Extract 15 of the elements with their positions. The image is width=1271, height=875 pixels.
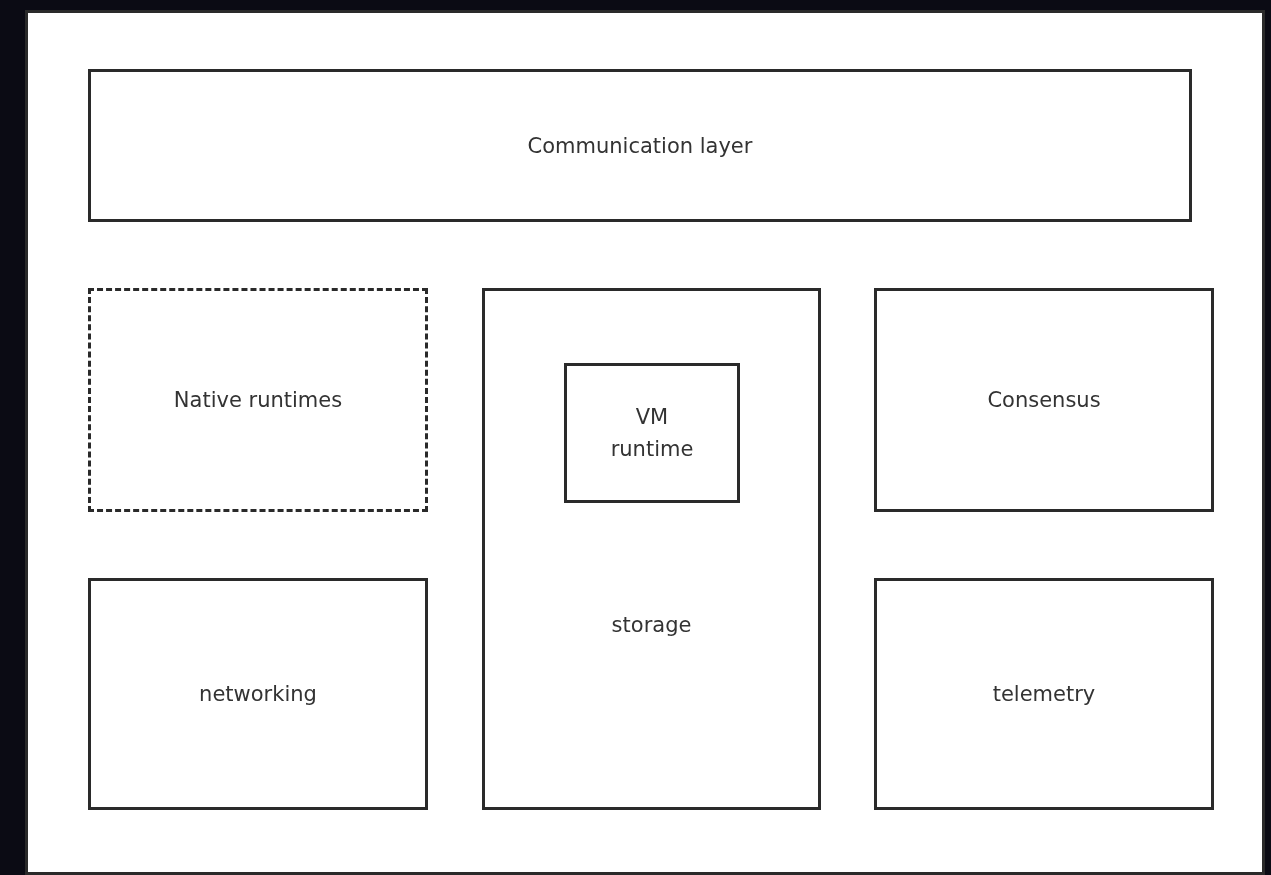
component-label: VM runtime — [609, 404, 695, 463]
component-box — [482, 288, 821, 810]
component-label: Communication layer — [526, 132, 754, 160]
frame-box — [25, 10, 1265, 875]
component-box — [88, 578, 428, 810]
component-label: telemetry — [991, 681, 1097, 708]
component-box — [874, 288, 1214, 512]
component-label: Consensus — [986, 387, 1102, 414]
component-box — [88, 69, 1192, 222]
component-label: storage — [610, 612, 693, 639]
component-box — [874, 578, 1214, 810]
component-label: networking — [198, 681, 318, 708]
component-box — [88, 288, 428, 512]
component-box — [564, 363, 740, 503]
component-label: Native runtimes — [172, 387, 344, 414]
